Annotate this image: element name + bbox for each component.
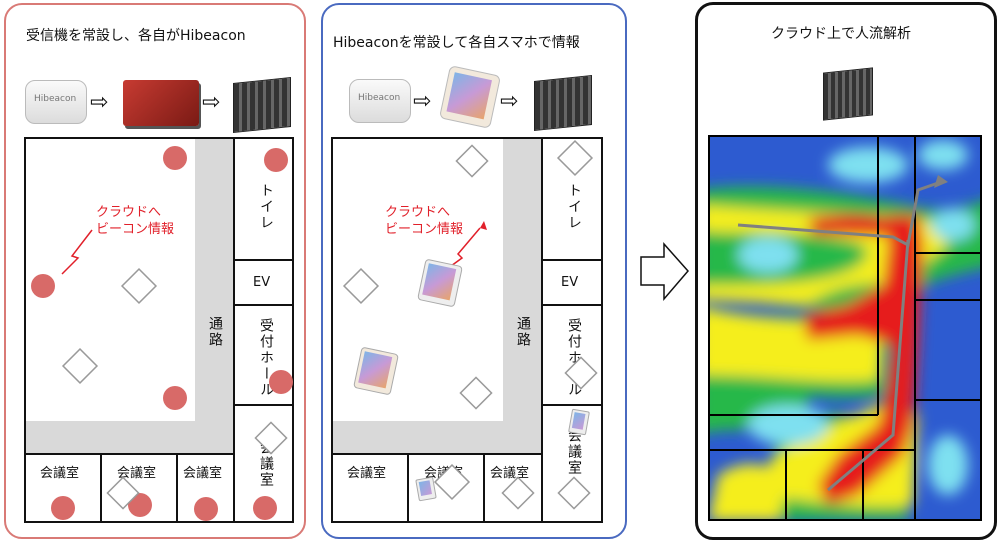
beacon-marker xyxy=(459,376,493,410)
annotation-line1: クラウドへ xyxy=(385,205,451,220)
ev-label: EV xyxy=(561,275,579,290)
arrow-right-icon: ⇨ xyxy=(413,89,432,114)
room-ev xyxy=(233,259,294,306)
heatmap xyxy=(708,135,982,521)
meeting-side-label: 会議室 xyxy=(566,428,582,476)
beacon-marker xyxy=(120,267,158,305)
panel-receiver-setup xyxy=(4,3,306,539)
beacon-marker xyxy=(106,476,140,510)
panel1-title: 受信機を常設し、各自がHibeacon xyxy=(26,28,246,44)
corridor-label: 通路 xyxy=(207,316,223,348)
beacon-marker xyxy=(564,356,598,390)
beacon-marker xyxy=(342,267,380,305)
receiver-dot xyxy=(163,146,187,170)
meeting-3-label: 会議室 xyxy=(183,466,223,481)
arrow-right-icon: ⇨ xyxy=(202,90,221,115)
annotation-line2: ビーコン情報 xyxy=(96,222,175,237)
beacon-marker xyxy=(455,144,489,178)
panel2-title: Hibeaconを常設して各自スマホで情報 xyxy=(333,35,580,51)
corridor-bottom xyxy=(26,421,233,453)
receiver-dot xyxy=(31,274,55,298)
meeting-2-label: 会議室 xyxy=(117,466,157,481)
beacon-marker xyxy=(433,463,471,501)
beacon-markers xyxy=(61,229,288,510)
arrow-right-icon: ⇨ xyxy=(500,89,519,114)
beacon-marker xyxy=(557,476,591,510)
receiver-dot xyxy=(253,496,277,520)
hibeacon-logo: Hibeacon xyxy=(34,94,77,104)
hibeacon-device-icon: Hibeacon xyxy=(25,80,87,124)
hibeacon-device-icon: Hibeacon xyxy=(349,79,411,123)
meeting-3-label: 会議室 xyxy=(490,466,530,481)
beacon-marker xyxy=(501,476,535,510)
beacon-marker xyxy=(254,421,288,455)
smartphone-icon xyxy=(415,476,437,502)
meeting-1-label: 会議室 xyxy=(347,466,387,481)
signal-zigzag xyxy=(61,229,93,275)
server-icon xyxy=(823,67,873,121)
corridor-bottom xyxy=(333,421,541,453)
beacon-marker xyxy=(61,347,99,385)
corridor-label: 通路 xyxy=(515,316,531,348)
receiver-box-icon xyxy=(123,80,199,126)
annotation-line2: ビーコン情報 xyxy=(385,222,464,237)
receiver-dot xyxy=(264,148,288,172)
annotation-line1: クラウドへ xyxy=(96,205,162,220)
panel-cloud-analysis xyxy=(695,2,997,540)
receiver-dot xyxy=(194,497,218,521)
hibeacon-logo: Hibeacon xyxy=(358,93,401,103)
toilet-label: トイレ xyxy=(258,183,274,231)
receiver-dot xyxy=(51,496,75,520)
big-arrow-right-icon xyxy=(640,242,689,302)
meeting-1-label: 会議室 xyxy=(40,466,80,481)
beacon-marker xyxy=(556,139,594,177)
ev-label: EV xyxy=(253,275,271,290)
toilet-label: トイレ xyxy=(566,183,582,231)
receiver-dot xyxy=(163,386,187,410)
panel-smartphone-setup xyxy=(321,3,627,539)
corridor xyxy=(195,139,233,453)
receiver-dot xyxy=(269,370,293,394)
corridor xyxy=(503,139,541,453)
arrow-right-icon: ⇨ xyxy=(90,90,109,115)
panel3-title: クラウド上で人流解析 xyxy=(771,26,911,42)
